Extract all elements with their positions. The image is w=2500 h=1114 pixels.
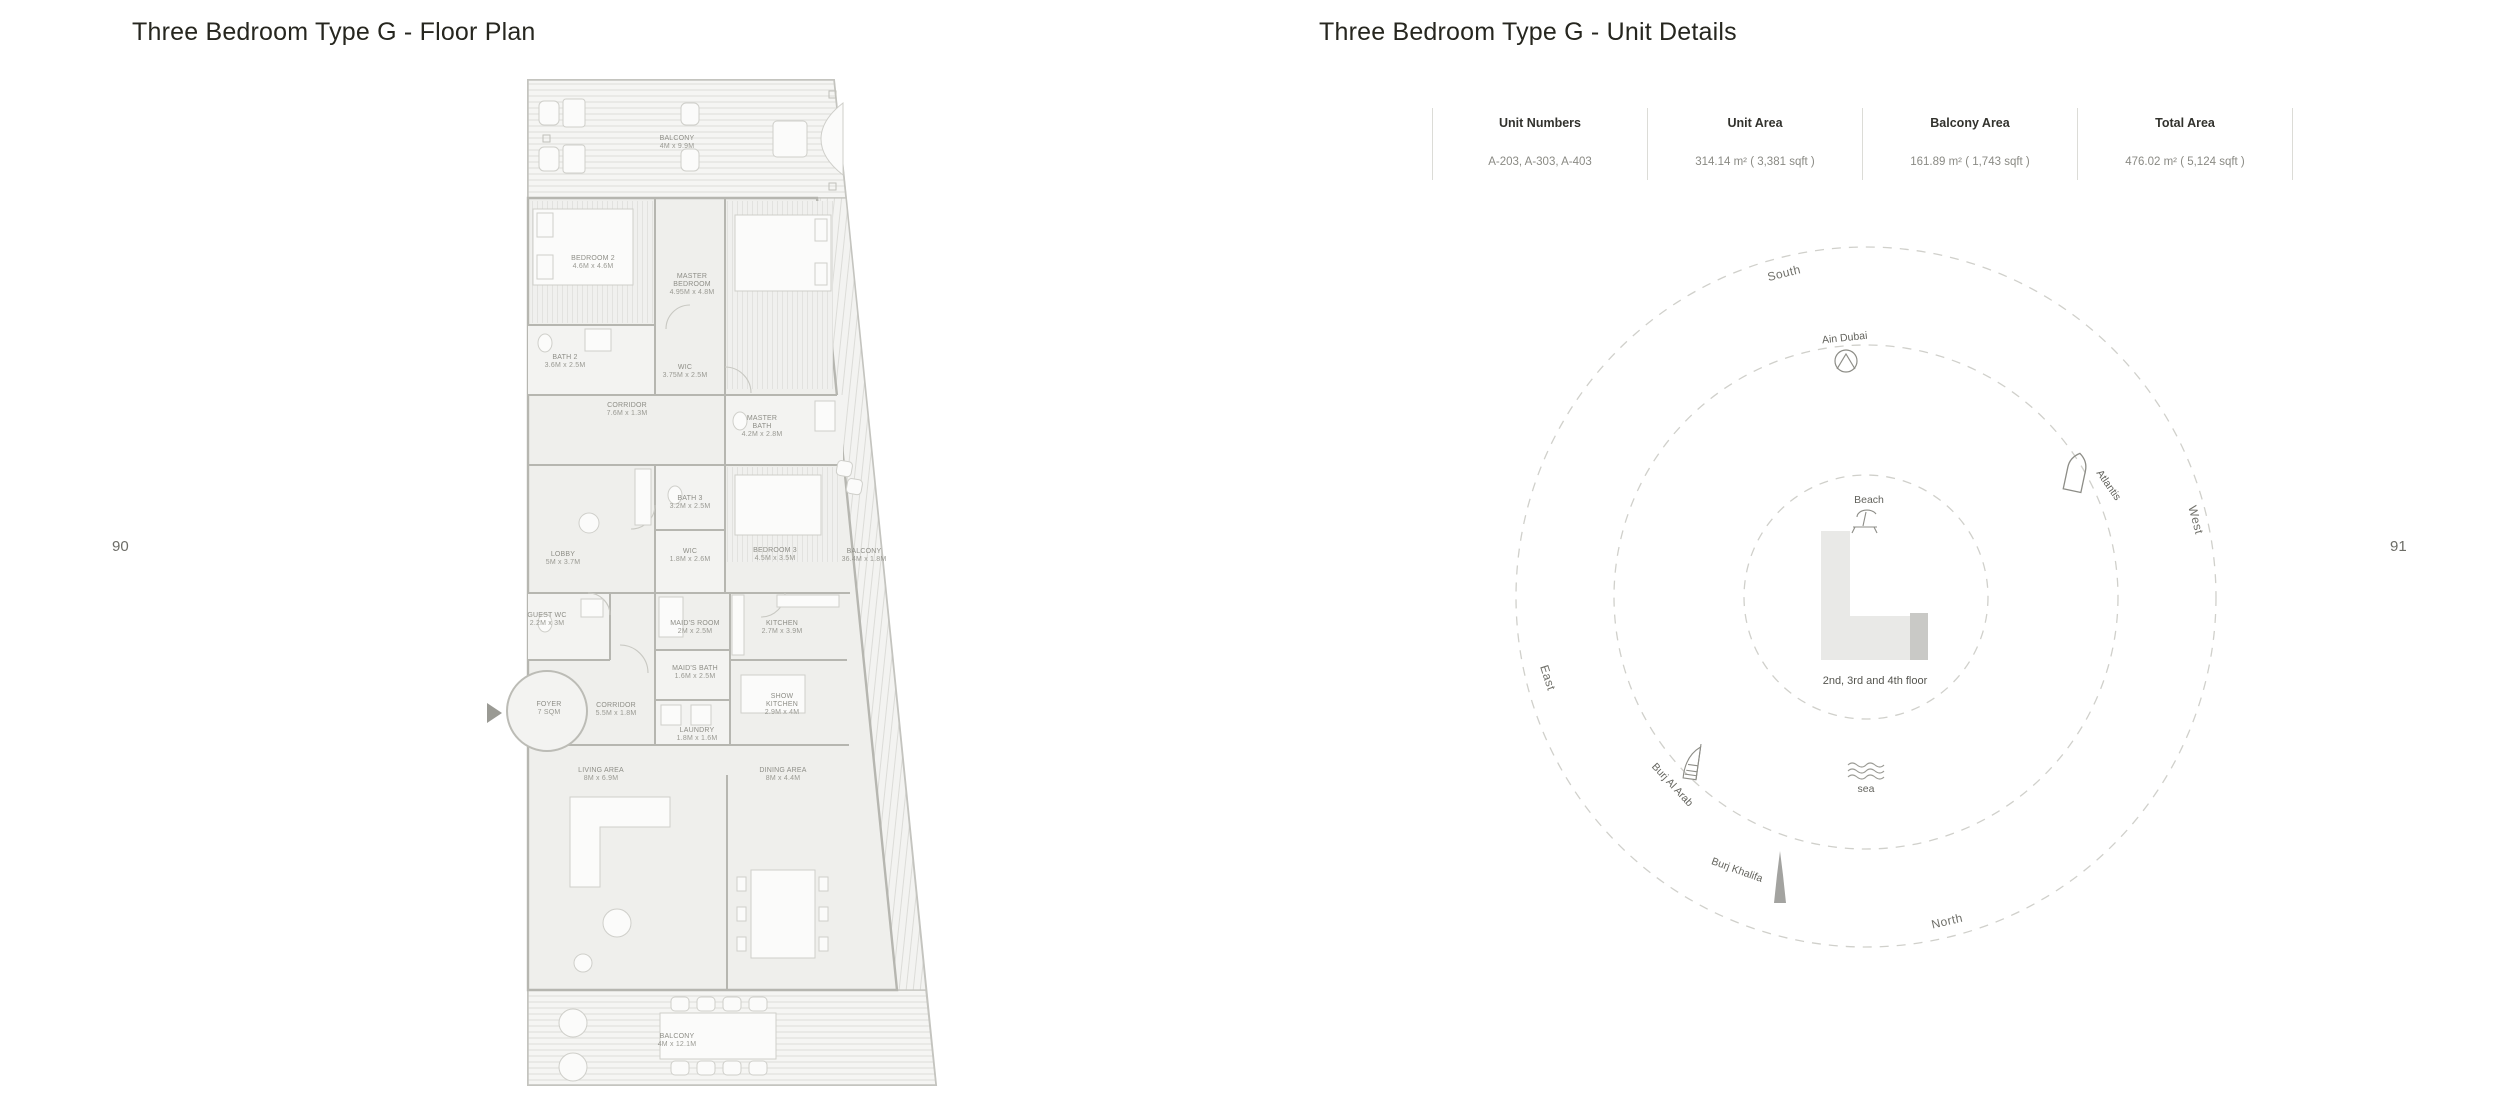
unit-details-title: Three Bedroom Type G - Unit Details [1319,18,1737,46]
orientation-diagram: South West East North Ain Dubai Atlantis… [1486,217,2246,977]
landmark-ain-dubai-label: Ain Dubai [1821,330,1868,347]
direction-south: South [1766,262,1802,284]
table-column-unit-numbers: Unit Numbers A-203, A-303, A-403 [1432,108,1647,180]
ferris-wheel-icon [1834,349,1858,373]
direction-east: East [1537,663,1558,692]
landmark-burj-khalifa-label: Burj Khalifa [1710,855,1765,885]
column-header: Total Area [2155,116,2215,130]
column-header: Unit Area [1727,116,1783,130]
dashed-rings [1515,246,2217,948]
spire-tower-icon [1774,851,1786,903]
landmark-beach-label: Beach [1854,494,1884,506]
column-header: Unit Numbers [1499,116,1581,130]
table-column-total-area: Total Area 476.02 m² ( 5,124 sqft ) [2077,108,2292,180]
column-value: 161.89 m² ( 1,743 sqft ) [1910,156,2030,168]
interior-walls [528,198,850,990]
column-header: Balcony Area [1930,116,2010,130]
arch-icon [2062,452,2087,494]
foyer-circle [506,670,588,752]
sail-tower-icon [1682,743,1702,781]
unit-details-table: Unit Numbers A-203, A-303, A-403 Unit Ar… [1432,108,2293,180]
column-value: A-203, A-303, A-403 [1488,156,1592,168]
floor-note: 2nd, 3rd and 4th floor [1823,675,1928,687]
waves-icon [1847,762,1885,780]
entry-arrow-icon [487,703,502,723]
direction-north: North [1930,911,1964,932]
landmark-sea-label: sea [1858,783,1875,795]
highlighted-unit [1910,613,1928,660]
column-value: 476.02 m² ( 5,124 sqft ) [2125,156,2245,168]
maids-bath-laundry-floor [655,650,730,745]
furniture [532,90,863,1082]
building-footprint [1821,531,1928,660]
floor-plan-title: Three Bedroom Type G - Floor Plan [132,18,536,46]
floor-plan-drawing [487,79,938,1086]
column-value: 314.14 m² ( 3,381 sqft ) [1695,156,1815,168]
landmark-burj-al-arab-label: Burj Al Arab [1649,761,1695,809]
beach-umbrella-icon [1851,509,1878,534]
table-column-balcony-area: Balcony Area 161.89 m² ( 1,743 sqft ) [1862,108,2077,180]
direction-west: West [2185,504,2206,536]
page-number-left: 90 [112,538,129,555]
page-number-right: 91 [2390,538,2407,555]
orientation-rings: South West East North Ain Dubai Atlantis… [1515,246,2217,948]
table-column-unit-area: Unit Area 314.14 m² ( 3,381 sqft ) [1647,108,1862,180]
